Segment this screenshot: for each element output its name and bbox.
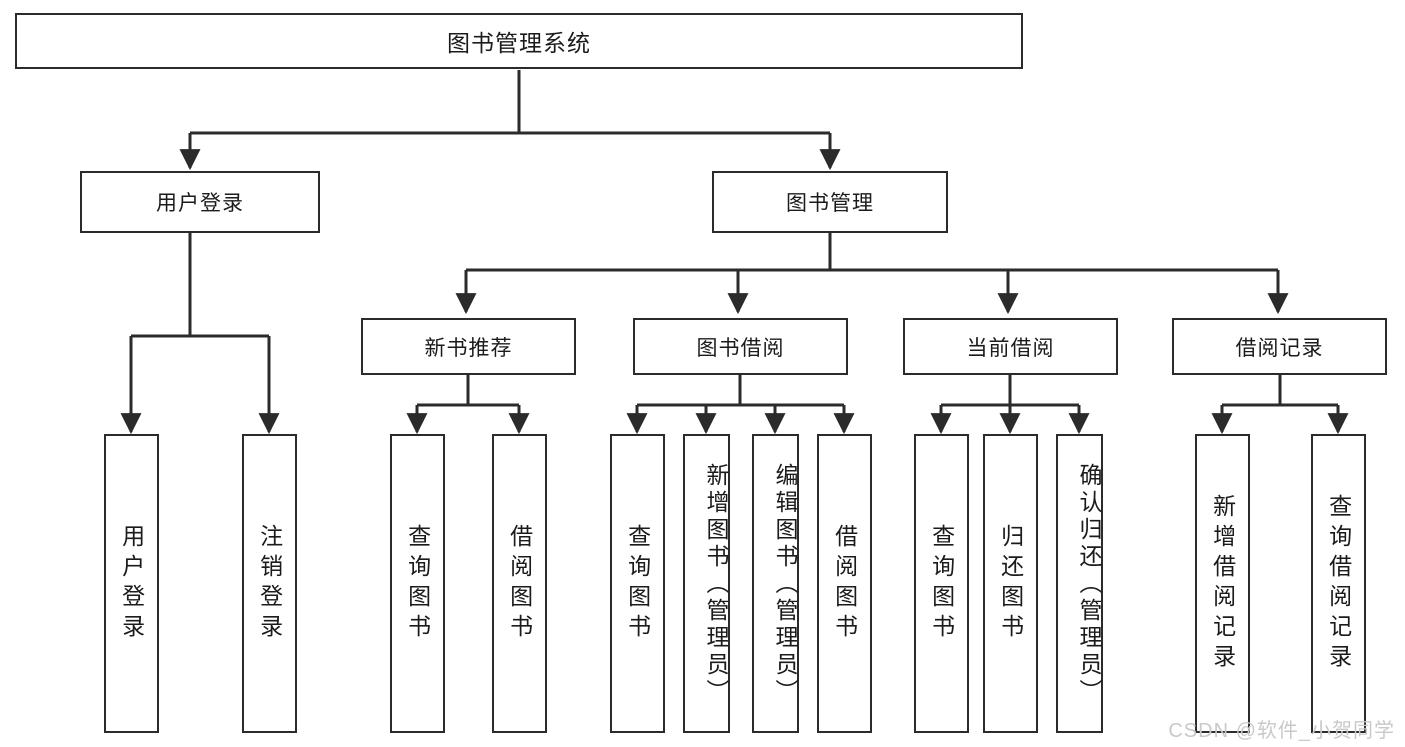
leaf-add-borrowing-record[interactable]: 新增借阅记录 xyxy=(1195,434,1250,733)
leaf-confirm-return-admin[interactable]: 确认归还（管理员） xyxy=(1056,434,1103,733)
leaf-query-books-current[interactable]: 查询图书 xyxy=(914,434,969,733)
leaf-add-book-admin[interactable]: 新增图书（管理员） xyxy=(683,434,730,733)
leaf-query-books-borrowing[interactable]: 查询图书 xyxy=(610,434,665,733)
node-borrowing-records[interactable]: 借阅记录 xyxy=(1172,318,1387,375)
leaf-user-login[interactable]: 用户登录 xyxy=(104,434,159,733)
node-book-borrowing[interactable]: 图书借阅 xyxy=(633,318,848,375)
leaf-return-books[interactable]: 归还图书 xyxy=(983,434,1038,733)
leaf-query-books-recommendation[interactable]: 查询图书 xyxy=(390,434,445,733)
node-current-borrowing[interactable]: 当前借阅 xyxy=(903,318,1118,375)
leaf-borrow-books-recommendation[interactable]: 借阅图书 xyxy=(492,434,547,733)
node-user-login[interactable]: 用户登录 xyxy=(80,171,320,233)
watermark-text: CSDN @软件_小贺同学 xyxy=(1168,720,1395,742)
leaf-query-borrowing-record[interactable]: 查询借阅记录 xyxy=(1311,434,1366,733)
leaf-borrow-books-borrowing[interactable]: 借阅图书 xyxy=(817,434,872,733)
leaf-edit-book-admin[interactable]: 编辑图书（管理员） xyxy=(752,434,799,733)
leaf-logout[interactable]: 注销登录 xyxy=(242,434,297,733)
node-new-book-recommendation[interactable]: 新书推荐 xyxy=(361,318,576,375)
node-root-book-management-system[interactable]: 图书管理系统 xyxy=(15,13,1023,69)
node-book-management[interactable]: 图书管理 xyxy=(712,171,948,233)
